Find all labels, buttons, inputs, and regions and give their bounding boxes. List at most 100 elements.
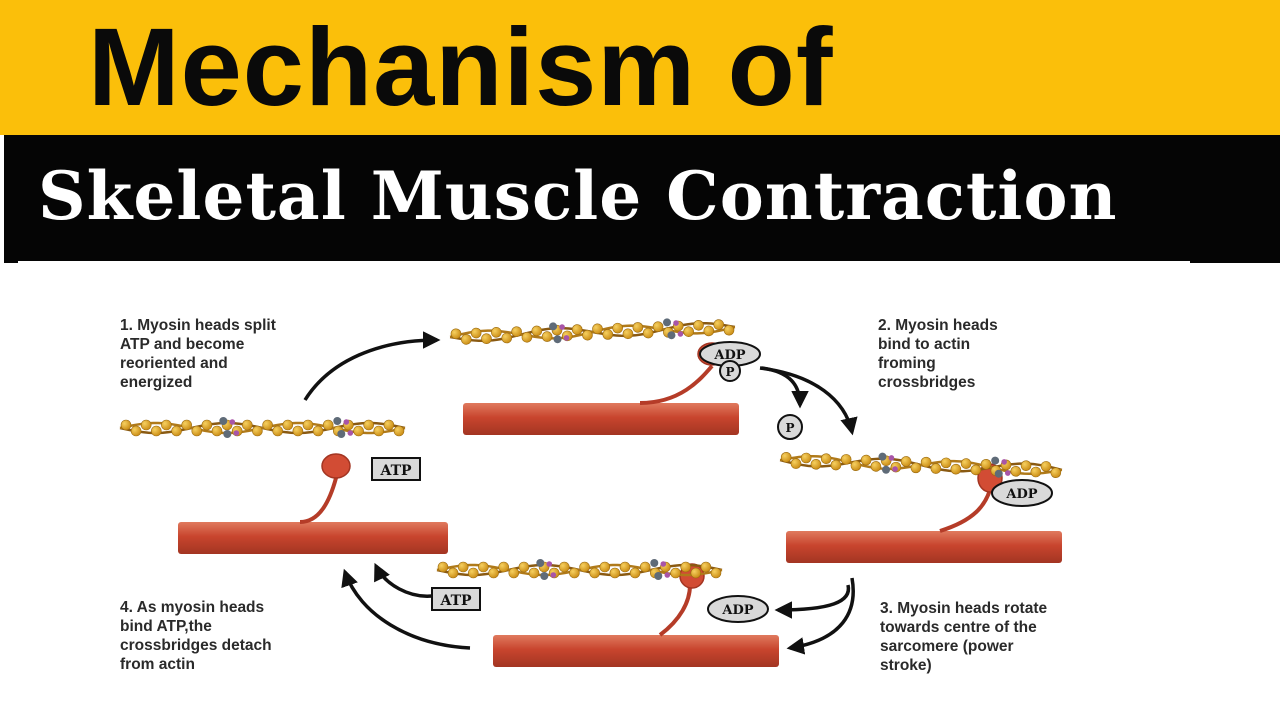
actin-bead — [457, 561, 469, 573]
troponin-complex — [663, 318, 684, 340]
actin-bead — [569, 567, 580, 579]
actin-bead — [302, 419, 314, 431]
actin-bead — [558, 561, 570, 573]
actin-bead — [619, 561, 631, 573]
adp-bubble-2: ADP — [699, 341, 761, 367]
actin-bead — [582, 329, 593, 341]
actin-bead — [1040, 461, 1052, 472]
myosin-neck-3 — [939, 489, 992, 533]
actin-bead — [680, 561, 692, 573]
actin-bead — [980, 458, 992, 470]
actin-bead — [970, 464, 982, 476]
actin-bead — [571, 324, 583, 335]
step-3-label: 3. Myosin heads rotate towards centre of… — [880, 600, 1048, 674]
actin-bead — [171, 425, 182, 437]
actin-bead — [940, 457, 952, 469]
arrow-release-p — [761, 366, 809, 409]
actin-bead — [140, 419, 152, 431]
page-subtitle: Skeletal Muscle Contraction — [38, 157, 1118, 235]
arrow-4-to-1 — [341, 568, 471, 650]
actin-bead — [491, 327, 502, 338]
actin-bead — [521, 331, 533, 343]
thin-filaments — [119, 318, 1063, 580]
thick-filament-1 — [178, 522, 448, 554]
actin-bead — [1030, 466, 1042, 478]
actin-bead — [870, 461, 882, 472]
atp-box-1: ATP — [371, 457, 421, 481]
troponin-complex — [650, 559, 671, 580]
actin-bead — [602, 329, 614, 340]
actin-bead — [312, 425, 324, 437]
actin-bead — [830, 459, 842, 471]
actin-bead — [632, 322, 644, 333]
actin-bead — [181, 419, 192, 431]
actin-bead — [501, 332, 513, 344]
arrow-atp-bind — [374, 562, 433, 598]
phosphate-released: P — [777, 414, 803, 440]
phosphate-label-released: P — [785, 421, 794, 435]
page-title: Mechanism of — [88, 6, 834, 129]
atp-label-2: ATP — [439, 593, 472, 609]
actin-bead — [447, 567, 459, 579]
adp-label-released: ADP — [721, 603, 753, 618]
actin-bead — [191, 425, 203, 437]
actin-bead — [272, 425, 284, 437]
actin-bead — [690, 567, 702, 579]
myosin-neck-1 — [299, 477, 338, 524]
actin-bead — [900, 456, 912, 467]
actin-bead — [780, 451, 792, 463]
myosin-neck-2 — [639, 364, 714, 405]
actin-bead — [292, 425, 304, 437]
actin-bead — [470, 327, 482, 339]
actin-bead — [642, 327, 654, 339]
actin-bead — [622, 328, 634, 340]
troponin-complex — [878, 452, 898, 474]
adp-label-3: ADP — [1005, 487, 1037, 502]
actin-bead — [161, 419, 172, 431]
myosin-head-1 — [321, 453, 351, 479]
arrow-3-to-4 — [786, 577, 855, 655]
actin-bead — [393, 425, 405, 437]
title-banner-black — [4, 135, 1280, 263]
actin-bead — [282, 419, 294, 431]
actin-bead — [242, 419, 253, 431]
adp-bubble-3: ADP — [991, 479, 1053, 507]
actin-bead — [262, 419, 273, 431]
adp-released: ADP — [707, 595, 769, 623]
actin-bead — [353, 425, 364, 437]
actin-bead — [460, 334, 472, 345]
actin-bead — [498, 561, 510, 573]
actin-bead — [1050, 467, 1062, 479]
troponin-complex — [219, 417, 240, 438]
actin-bead — [950, 463, 962, 475]
arrow-1-to-2 — [303, 331, 441, 401]
actin-bead — [670, 567, 681, 579]
step-1-label: 1. Myosin heads split ATP and become reo… — [120, 317, 276, 391]
actin-bead — [810, 459, 822, 470]
actin-bead — [960, 458, 972, 469]
thick-filament-4 — [493, 635, 779, 667]
actin-bead — [579, 561, 590, 573]
actin-bead — [383, 419, 395, 431]
actin-bead — [322, 419, 334, 431]
actin-bead — [683, 326, 694, 337]
actin-bead — [488, 567, 499, 579]
actin-bead — [120, 419, 132, 431]
actin-bead — [1010, 466, 1022, 477]
actin-bead — [930, 463, 942, 474]
troponin-complex — [991, 456, 1011, 478]
actin-bead — [723, 324, 735, 336]
actin-bead — [840, 454, 852, 465]
actin-bead — [511, 326, 522, 337]
actin-bead — [151, 425, 162, 437]
thick-filament-3 — [786, 531, 1062, 563]
actin-bead — [800, 452, 812, 464]
actin-bead — [703, 325, 715, 337]
actin-bead — [481, 333, 492, 345]
actin-bead — [850, 460, 862, 472]
actin-bead — [531, 325, 543, 337]
actin-bead — [592, 323, 603, 335]
actin-bead — [252, 425, 263, 437]
atp-label-1: ATP — [379, 463, 412, 479]
crossbridge-cycle-diagram: ATP ATP ADP P P ADP ADP — [119, 318, 1063, 667]
